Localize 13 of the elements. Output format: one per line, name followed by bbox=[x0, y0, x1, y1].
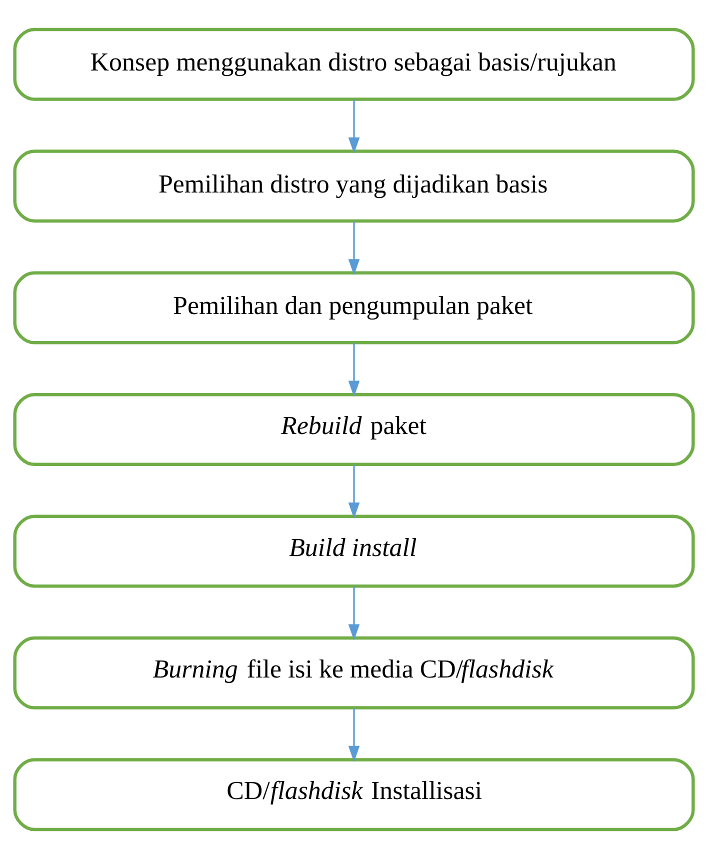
node-box: CD/flashdisk Installisasi bbox=[13, 758, 695, 832]
node-box: Rebuild paket bbox=[13, 392, 695, 466]
arrow bbox=[348, 100, 360, 154]
node-box: Pemilihan distro yang dijadikan basis bbox=[13, 150, 695, 223]
arrow bbox=[348, 343, 360, 398]
arrow bbox=[348, 464, 360, 519]
arrow bbox=[348, 586, 360, 640]
node-box: Konsep menggunakan distro sebagai basis/rujukan bbox=[13, 28, 695, 101]
arrow bbox=[348, 221, 360, 276]
node-box: Pemilihan dan pengumpulan paket bbox=[13, 271, 695, 344]
node-box: Build install bbox=[13, 514, 695, 588]
arrow bbox=[348, 708, 360, 762]
node-box: Burning file isi ke media CD/flashdisk bbox=[13, 636, 695, 710]
